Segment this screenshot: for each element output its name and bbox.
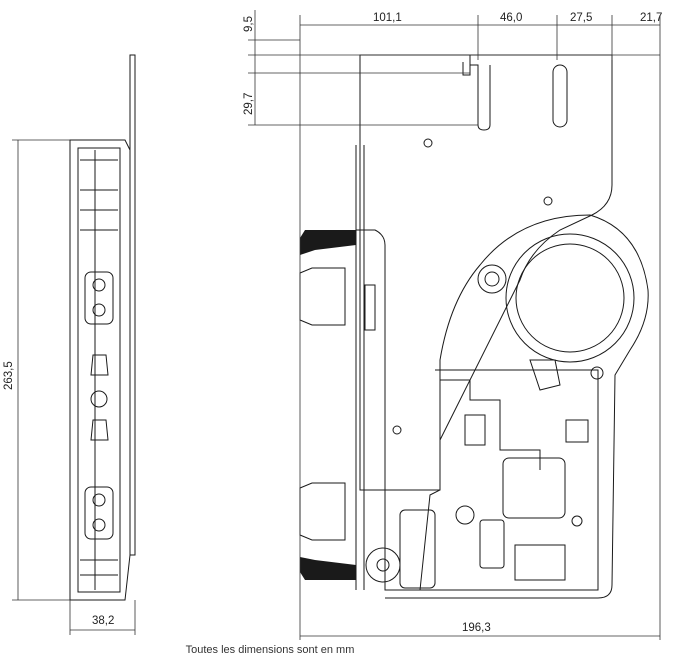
- front-slot-2: [552, 64, 568, 128]
- front-connector-upper: [299, 267, 346, 326]
- side-connector-upper-pin-2: [92, 303, 106, 317]
- dim-depth-ext: [69, 600, 136, 635]
- side-feature-knob: [90, 390, 108, 408]
- side-feature-2: [90, 419, 109, 441]
- front-connector-lower: [299, 482, 346, 541]
- front-back-plate: [359, 54, 613, 491]
- dim-height-offset-2: 29,7: [243, 93, 255, 115]
- front-screw-3: [392, 425, 402, 435]
- front-compartment-3: [502, 457, 566, 519]
- front-side-rail: [355, 145, 365, 590]
- front-fitting: [365, 547, 401, 583]
- dim-width-top-3: 27,5: [570, 12, 592, 24]
- front-motor-stub: [529, 359, 561, 391]
- front-round-housing-outer: [505, 233, 635, 363]
- side-fins-lower: [80, 559, 118, 576]
- front-screw-4: [590, 366, 604, 380]
- front-screw-5: [455, 505, 475, 525]
- side-feature-1: [90, 354, 109, 376]
- front-round-housing-inner: [515, 243, 625, 353]
- side-connector-lower-pin-2: [92, 518, 106, 532]
- side-connector-upper-pin-1: [92, 278, 106, 292]
- dim-height-total-ext: [12, 139, 70, 601]
- front-screw-6: [571, 515, 583, 527]
- dim-height-total: 263,5: [3, 361, 15, 390]
- dim-depth: 38,2: [92, 615, 114, 627]
- dim-width-top-1: 101,1: [373, 12, 402, 24]
- front-connector-plate: [364, 284, 376, 331]
- front-compartment-5: [399, 509, 436, 589]
- front-compartment-6: [479, 519, 505, 569]
- front-compartment-2: [464, 414, 486, 446]
- side-view: [69, 54, 136, 601]
- side-connector-lower-pin-1: [92, 493, 106, 507]
- front-compartment-1: [440, 379, 541, 470]
- dim-width-top-4: 21,7: [640, 12, 662, 24]
- front-compartment-4: [565, 419, 589, 443]
- side-mounting-plate: [129, 54, 136, 556]
- side-dimensions: [12, 139, 136, 635]
- side-fins-upper: [80, 159, 118, 231]
- front-screw-2: [543, 196, 553, 206]
- front-housing-outline: [356, 214, 649, 599]
- dim-width-ext: [299, 15, 661, 640]
- dim-width-top-2: 46,0: [500, 12, 522, 24]
- side-connector-lower: [84, 486, 114, 540]
- front-view: [299, 54, 649, 599]
- units-caption: Toutes les dimensions sont en mm: [0, 644, 700, 656]
- front-fitting-inner: [376, 558, 390, 572]
- front-compartment-7: [514, 544, 566, 581]
- front-knob: [477, 264, 507, 294]
- front-housing-inner: [400, 369, 599, 591]
- front-clip-lower: [300, 557, 356, 580]
- dim-height-ext: [248, 39, 660, 126]
- dim-width-total: 196,3: [462, 622, 491, 634]
- dim-height-offset-1: 9,5: [243, 16, 255, 32]
- side-connector-upper: [84, 271, 114, 325]
- side-body-inner: [77, 147, 121, 593]
- front-screw-1: [423, 138, 433, 148]
- front-dimensions: [248, 10, 661, 640]
- front-slot-1: [462, 55, 491, 131]
- front-clip-upper: [300, 230, 356, 255]
- front-knob-inner: [484, 271, 500, 287]
- units-caption-text: Toutes les dimensions sont en mm: [185, 644, 355, 656]
